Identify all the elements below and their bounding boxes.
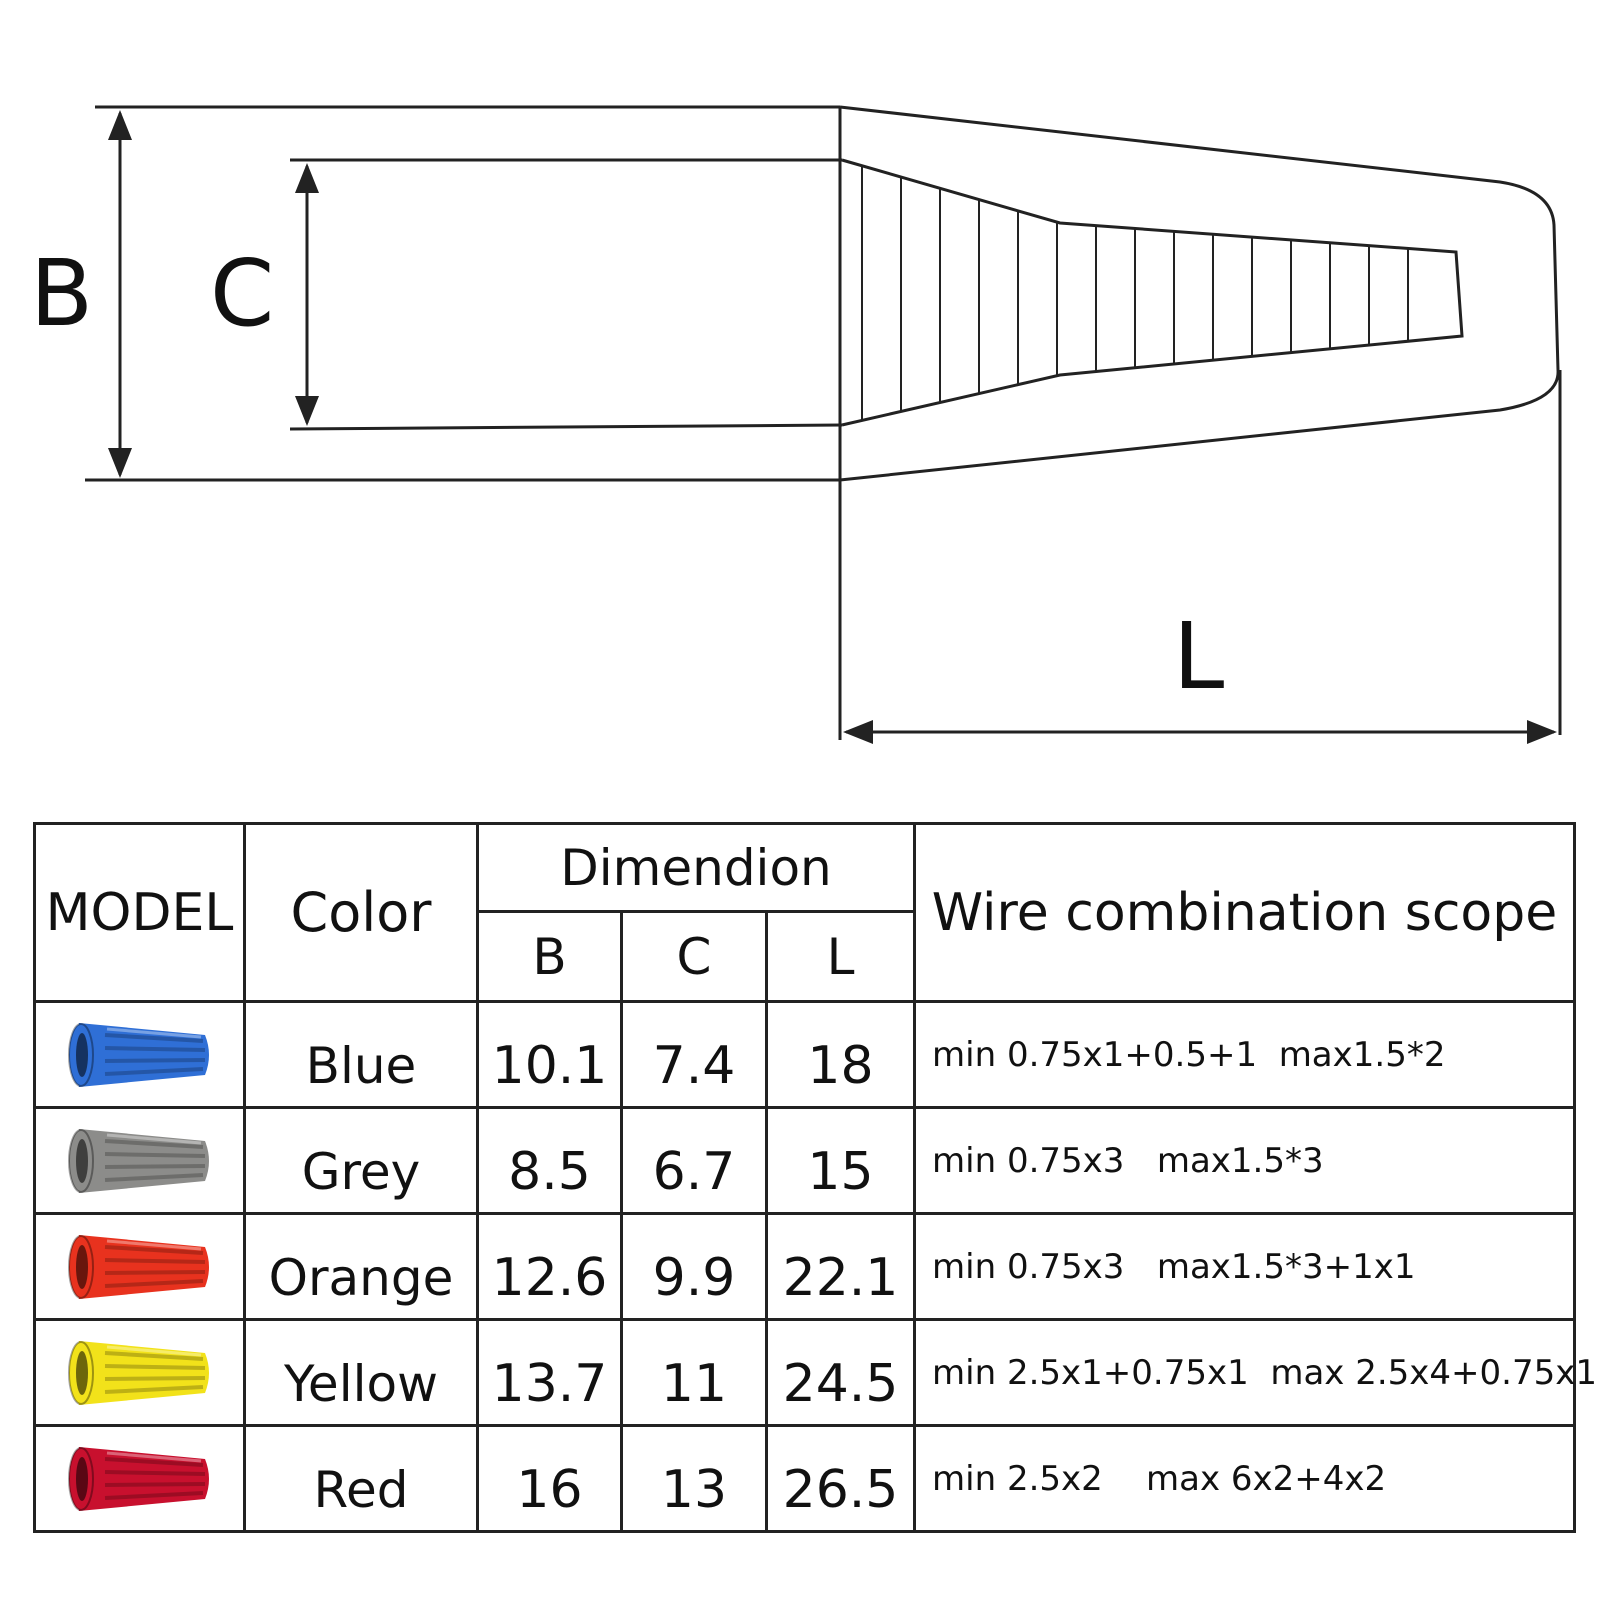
wire-scope-cell: min 2.5x1+0.75x1 max 2.5x4+0.75x1 xyxy=(913,1318,1597,1427)
l-value-cell: 26.5 xyxy=(764,1424,917,1533)
b-value-cell: 8.5 xyxy=(476,1106,623,1215)
label-l: L xyxy=(1173,603,1224,710)
blue-connector-icon xyxy=(67,1022,209,1087)
wire-scope-cell: min 2.5x2 max 6x2+4x2 xyxy=(913,1424,1577,1533)
b-value-cell: 16 xyxy=(476,1424,623,1533)
thread-ribs xyxy=(861,165,1409,421)
color-cell: Blue xyxy=(243,1000,479,1109)
c-value-cell: 6.7 xyxy=(620,1106,768,1215)
header-model: MODEL xyxy=(33,822,246,1003)
wire-scope-cell: min 0.75x3 max1.5*3 xyxy=(913,1106,1577,1215)
l-value-cell: 22.1 xyxy=(764,1212,917,1321)
header-dimension: Dimendion xyxy=(475,822,917,913)
l-value-cell: 18 xyxy=(764,1000,917,1109)
model-cell xyxy=(33,1106,246,1215)
c-value-cell: 7.4 xyxy=(620,1000,768,1109)
header-wire-scope: Wire combination scope xyxy=(913,822,1577,1003)
l-value-cell: 24.5 xyxy=(764,1318,917,1427)
yellow-connector-icon xyxy=(67,1340,209,1405)
label-c: C xyxy=(210,240,274,347)
c-value-cell: 13 xyxy=(620,1424,768,1533)
b-value-cell: 13.7 xyxy=(476,1318,623,1427)
orange-connector-icon xyxy=(67,1234,209,1299)
model-cell xyxy=(33,1000,246,1109)
color-cell: Orange xyxy=(243,1212,479,1321)
wire-scope-cell: min 0.75x3 max1.5*3+1x1 xyxy=(913,1212,1577,1321)
header-b: B xyxy=(476,910,623,1003)
red-connector-icon xyxy=(67,1446,209,1511)
b-value-cell: 10.1 xyxy=(476,1000,623,1109)
model-cell xyxy=(33,1212,246,1321)
spec-table: MODEL Color Dimendion Wire combination s… xyxy=(33,822,1597,1533)
wire-scope-cell: min 0.75x1+0.5+1 max1.5*2 xyxy=(913,1000,1577,1109)
c-value-cell: 11 xyxy=(620,1318,768,1427)
b-value-cell: 12.6 xyxy=(476,1212,623,1321)
color-cell: Red xyxy=(243,1424,479,1533)
model-cell xyxy=(33,1424,246,1533)
color-cell: Yellow xyxy=(243,1318,479,1427)
header-l: L xyxy=(764,910,917,1003)
dimension-diagram: B C L xyxy=(30,105,1562,744)
model-cell xyxy=(33,1318,246,1427)
header-color: Color xyxy=(243,822,479,1003)
l-value-cell: 15 xyxy=(764,1106,917,1215)
connector-outline-drawing: B C L xyxy=(30,105,1562,744)
header-c: C xyxy=(620,910,768,1003)
grey-connector-icon xyxy=(67,1128,209,1193)
color-cell: Grey xyxy=(243,1106,479,1215)
c-value-cell: 9.9 xyxy=(620,1212,768,1321)
label-b: B xyxy=(30,240,93,347)
